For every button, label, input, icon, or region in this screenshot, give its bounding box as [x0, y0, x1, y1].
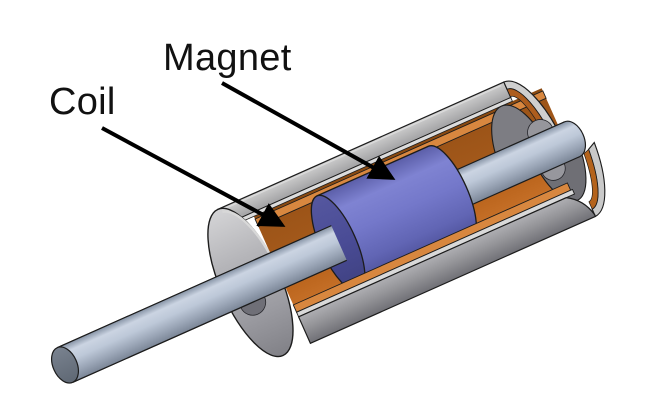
shaft-front-edges [57, 225, 348, 383]
coil-arrow [101, 126, 286, 227]
annotations: Magnet Coil [49, 37, 396, 227]
harvester-assembly [50, 80, 606, 384]
coil-rim-band-bottom [583, 148, 599, 210]
housing-top-highlight [222, 84, 502, 211]
shaft-front-body [57, 225, 347, 383]
magnet-label: Magnet [163, 37, 292, 79]
shaft-front-segment [50, 225, 348, 384]
magnet-arrow [221, 81, 396, 180]
housing-right-rim-lower [583, 141, 606, 218]
housing-front-body [297, 197, 597, 345]
coil-shadow-line [253, 88, 543, 220]
shaft-left-tip [50, 346, 80, 384]
housing-front-shell [292, 182, 597, 345]
coil-label: Coil [49, 81, 116, 123]
